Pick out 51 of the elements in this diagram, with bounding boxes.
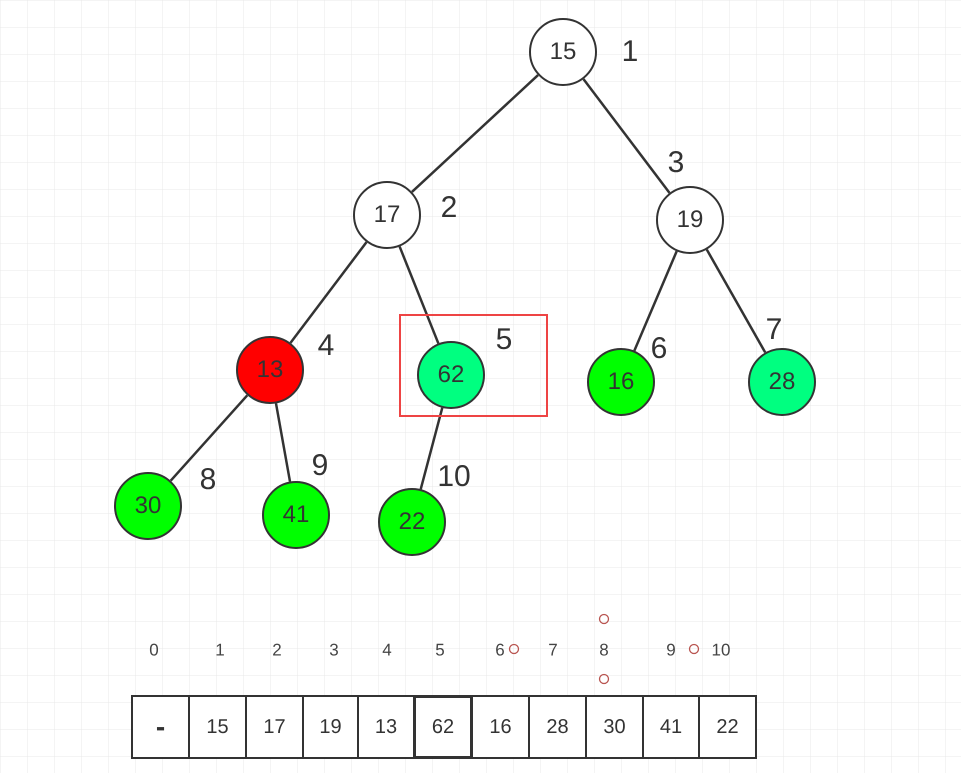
- array-cell: 22: [698, 695, 757, 759]
- array-index: 5: [435, 642, 445, 658]
- array-index: 3: [329, 642, 339, 658]
- node-index: 10: [437, 462, 471, 492]
- node-value: 15: [550, 37, 576, 67]
- node-value: 17: [374, 200, 400, 230]
- node-value: 19: [676, 205, 704, 235]
- node-value: 28: [768, 367, 796, 397]
- array-cell: 19: [302, 695, 359, 759]
- tree-edge: [582, 78, 670, 194]
- node-index: 8: [200, 465, 216, 495]
- array-cell: 62: [413, 695, 473, 759]
- tree-edge: [706, 248, 766, 354]
- tree-edge: [398, 246, 440, 344]
- node-value: 16: [608, 367, 634, 397]
- node-index: 6: [650, 334, 668, 364]
- array-cell: 30: [585, 695, 644, 759]
- array-index: 4: [382, 642, 392, 658]
- array-index: 8: [599, 642, 609, 658]
- tree-edge: [289, 241, 368, 344]
- node-value: 22: [398, 507, 426, 537]
- array-cell: -: [131, 695, 190, 759]
- tree-edge: [411, 74, 539, 193]
- node-value: 41: [282, 500, 310, 530]
- array-index: 0: [149, 642, 159, 658]
- node-value: 62: [438, 360, 464, 390]
- array-index: 7: [548, 642, 558, 658]
- array-cell: 16: [471, 695, 530, 759]
- array-index: 1: [215, 642, 225, 658]
- node-index: 2: [440, 193, 458, 223]
- node-value: 13: [256, 355, 284, 385]
- tree-edge: [420, 408, 444, 490]
- node-index: 1: [622, 37, 638, 67]
- node-index: 7: [766, 315, 782, 345]
- node-index: 4: [318, 331, 334, 361]
- node-value: 30: [134, 491, 162, 521]
- array-cell: 17: [245, 695, 304, 759]
- array-cell: 28: [528, 695, 587, 759]
- node-index: 3: [668, 148, 684, 178]
- array-index: 2: [272, 642, 282, 658]
- node-index: 9: [312, 451, 328, 481]
- tree-edge: [170, 394, 248, 482]
- array-index: 6: [495, 642, 505, 658]
- array-index: 10: [712, 642, 730, 658]
- array-cell: 13: [357, 695, 415, 759]
- array-index: 9: [666, 642, 676, 658]
- array-cell: 41: [642, 695, 700, 759]
- tree-edge: [274, 403, 292, 482]
- node-index: 5: [496, 325, 512, 355]
- array-cell: 15: [188, 695, 247, 759]
- tree-edge: [633, 250, 678, 352]
